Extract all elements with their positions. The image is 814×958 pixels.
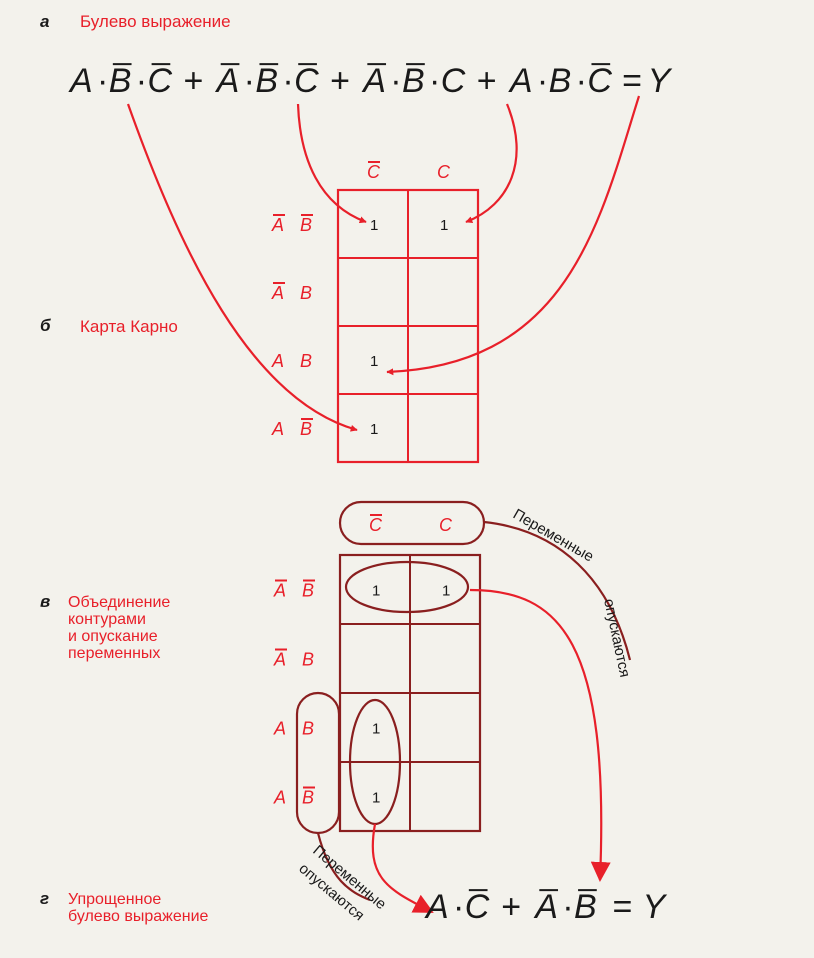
map-cell-value: 1 [370, 217, 378, 234]
section-d-title-line1: Упрощенное [68, 891, 161, 908]
expr-variable-a: A [508, 62, 533, 100]
map-cell-value: 1 [370, 421, 378, 438]
row-header-a-bar: A [271, 215, 284, 235]
section-c-title-line4: переменных [68, 645, 160, 662]
arrow-term1 [126, 103, 358, 432]
simplification-arrows [316, 520, 632, 913]
row-header-a-bar: A [273, 581, 286, 601]
row-header-b: B [300, 283, 312, 303]
expr-variable-a-bar: A [533, 888, 558, 926]
row-header-a-bar: A [273, 650, 286, 670]
row-header-b-bar: B [302, 581, 314, 601]
expr-equals: = [612, 888, 632, 926]
expr-dot: · [136, 62, 147, 100]
col-header-c: C [439, 515, 453, 535]
expr-variable-b: B [549, 62, 572, 100]
expr-plus: + [477, 62, 497, 100]
map-cell-value: 1 [370, 353, 378, 370]
mapping-arrows [126, 95, 641, 432]
expr-dot: · [282, 62, 293, 100]
section-b-marker: б [40, 316, 51, 335]
expr-variable-a: A [68, 62, 93, 100]
expr-dot: · [97, 62, 108, 100]
row-header-b-bar: B [300, 419, 312, 439]
row-header-b-bar: B [300, 215, 312, 235]
expr-variable-a-bar: A [215, 62, 240, 100]
row-header-b: B [302, 650, 314, 670]
section-a-marker: а [40, 12, 49, 31]
expr-variable-c: C [441, 62, 466, 100]
row-header-a: A [271, 351, 284, 371]
expr-variable-c-bar: C [148, 62, 173, 100]
section-c-marker: в [40, 592, 50, 611]
col-header-c: C [437, 162, 451, 182]
section-c-title-line3: и опускание [68, 628, 158, 645]
expr-plus: + [501, 888, 521, 926]
col-header-c-bar: C [369, 515, 383, 535]
expr-variable-c-bar: C [294, 62, 319, 100]
row-header-a-bar: A [271, 283, 284, 303]
expr-plus: + [183, 62, 203, 100]
simplified-expression: A·C+A·B=Y [424, 888, 667, 926]
map-cell-value: 1 [372, 721, 380, 738]
note-right-line2: опускаются [600, 597, 633, 679]
expr-variable-b-bar: B [255, 62, 278, 100]
row-header-a: A [273, 788, 286, 808]
expr-equals: = [622, 62, 642, 100]
col-header-c-bar: C [367, 162, 381, 182]
arrow-row-to-result [469, 588, 611, 882]
section-b-title: Карта Карно [80, 317, 178, 336]
expr-dot: · [244, 62, 255, 100]
note-right-line1: Переменные [510, 506, 597, 566]
column-header-contour [338, 500, 486, 546]
expr-dot: · [562, 888, 573, 926]
expr-result: Y [642, 888, 667, 926]
map-cell-value: 1 [440, 217, 448, 234]
section-c-title-line1: Объединение [68, 594, 170, 611]
map-cell-value: 1 [372, 790, 380, 807]
expr-dot: · [537, 62, 548, 100]
arrow-term2 [296, 103, 367, 224]
section-a-title: Булево выражение [80, 12, 231, 31]
row-header-b: B [302, 719, 314, 739]
section-d-marker: г [40, 889, 49, 908]
row-header-a: A [273, 719, 286, 739]
expr-dot: · [390, 62, 401, 100]
expr-variable-c-bar: C [465, 888, 490, 926]
expr-plus: + [330, 62, 350, 100]
expr-variable-c-bar: C [587, 62, 612, 100]
row-header-contour [295, 691, 341, 835]
expr-variable-b-bar: B [402, 62, 425, 100]
row-header-b-bar: B [302, 788, 314, 808]
group-contours [295, 500, 486, 835]
expr-variable-a: A [424, 888, 449, 926]
section-c-title-line2: контурами [68, 611, 146, 628]
arrow-header-right [483, 520, 632, 661]
arrow-term3 [465, 103, 518, 224]
row-header-b: B [300, 351, 312, 371]
boolean-expression: A·B·C+A·B·C+A·B·C+A·B·C=Y [68, 62, 673, 100]
map-cell-value: 1 [372, 583, 380, 600]
horizontal-group-loop [344, 560, 470, 614]
expr-dot: · [429, 62, 440, 100]
expr-dot: · [576, 62, 587, 100]
arrow-header-left [316, 832, 371, 902]
expr-result: Y [648, 62, 673, 100]
expr-dot: · [453, 888, 464, 926]
row-header-a: A [271, 419, 284, 439]
expr-variable-a-bar: A [361, 62, 386, 100]
section-d-title-line2: булево выражение [68, 908, 209, 925]
arrow-col-to-result [371, 823, 434, 913]
arrow-term4 [386, 95, 641, 376]
expr-variable-b-bar: B [109, 62, 132, 100]
map-cell-value: 1 [442, 583, 450, 600]
expr-variable-b-bar: B [574, 888, 597, 926]
